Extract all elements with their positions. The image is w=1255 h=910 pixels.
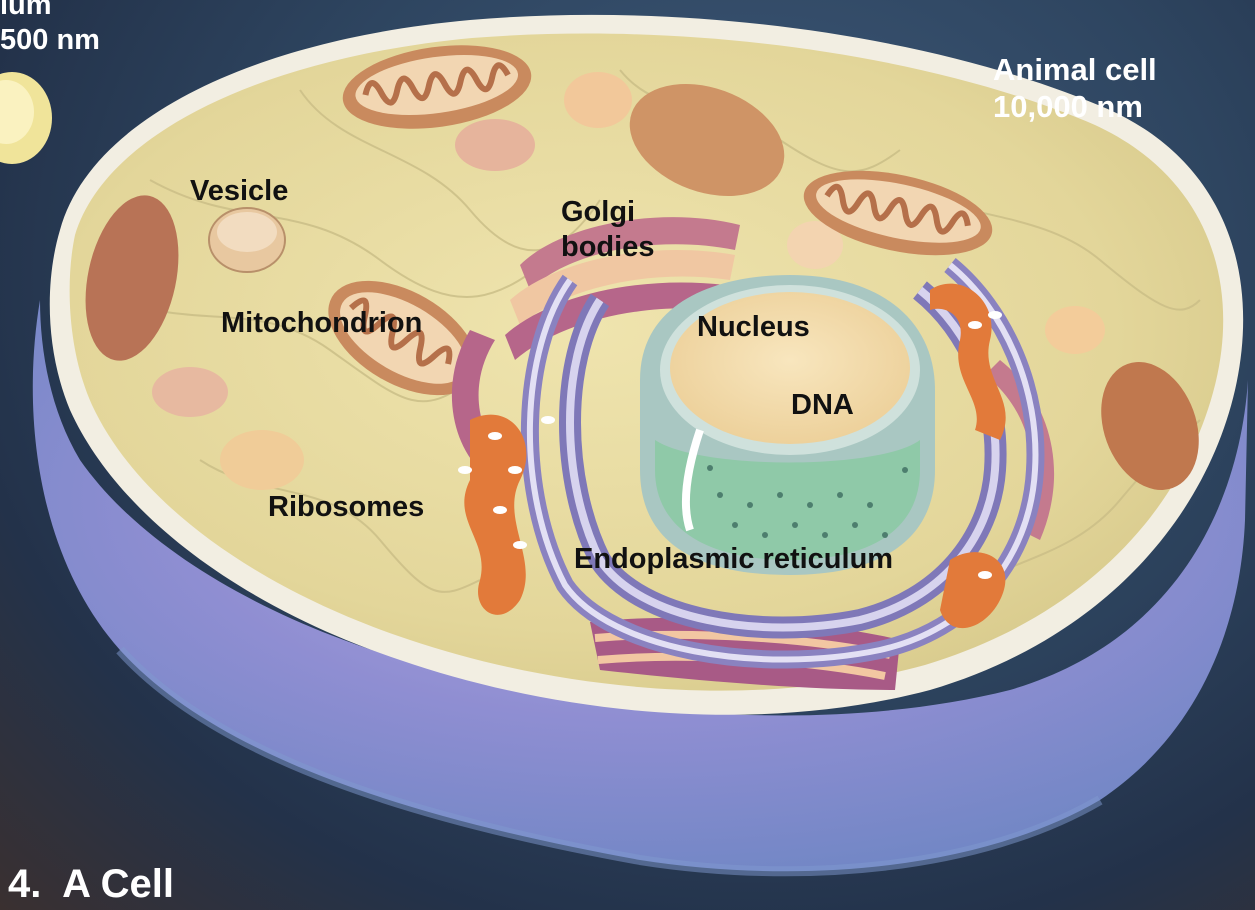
animal-cell-name: Animal cell — [993, 51, 1157, 88]
label-vesicle: Vesicle — [190, 175, 288, 208]
figure-caption: 4. A Cell — [8, 860, 174, 908]
cropped-scale-name: ium — [0, 0, 100, 23]
label-nucleus: Nucleus — [697, 311, 810, 344]
label-mitochondrion: Mitochondrion — [221, 307, 422, 340]
label-endoplasmic-reticulum: Endoplasmic reticulum — [574, 543, 893, 576]
cropped-scale-label: ium 500 nm — [0, 0, 100, 58]
animal-cell-scale-label: Animal cell 10,000 nm — [993, 51, 1157, 125]
label-ribosomes: Ribosomes — [268, 491, 424, 524]
label-golgi-line2: bodies — [561, 230, 654, 265]
label-dna: DNA — [791, 389, 854, 422]
animal-cell-size: 10,000 nm — [993, 88, 1157, 125]
cropped-scale-size: 500 nm — [0, 23, 100, 58]
cropped-neighbor-cell — [0, 72, 52, 164]
label-golgi-line1: Golgi — [561, 195, 654, 230]
label-golgi-bodies: Golgi bodies — [561, 195, 654, 265]
